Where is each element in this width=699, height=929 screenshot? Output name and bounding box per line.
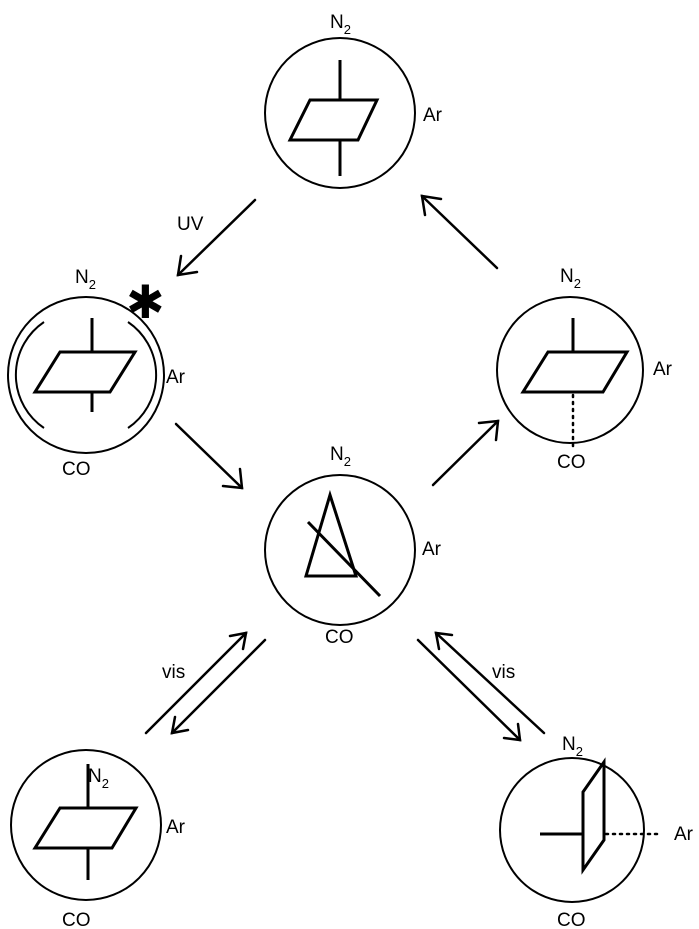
vis-right-equilibrium-arrows <box>416 631 546 742</box>
center-distorted-complex <box>303 489 382 598</box>
bottom-left-ar-label: Ar <box>166 817 186 838</box>
excited-star-symbol: ✱ <box>126 275 165 329</box>
bottom-left-co-label: CO <box>62 910 91 929</box>
vis-left-label: vis <box>162 662 185 683</box>
bottom-right-ar-label: Ar <box>674 824 694 845</box>
top-matrix-cage <box>264 37 416 189</box>
bottom-left-square-planar-complex <box>32 764 139 880</box>
top-square-planar-complex <box>287 60 380 176</box>
return-arrow <box>420 194 499 270</box>
state-excited: N2 ✱ Ar CO <box>7 267 186 480</box>
vis-right-label: vis <box>492 662 515 683</box>
state-bottom-left: N2 Ar CO <box>10 749 186 929</box>
excited-square-planar-complex <box>32 318 138 412</box>
center-matrix-cage <box>264 474 416 626</box>
state-top: N2 Ar <box>264 12 443 189</box>
excited-left-bracket <box>14 321 45 429</box>
bottom-right-n2-label: N2 <box>562 734 583 759</box>
uv-arrow <box>176 198 257 277</box>
uv-label: UV <box>177 214 204 235</box>
center-to-right-arrow <box>431 419 500 487</box>
excited-ar-label: Ar <box>166 367 186 388</box>
center-co-label: CO <box>325 627 354 648</box>
excited-n2-label: N2 <box>75 267 96 292</box>
state-bottom-right: N2 Ar CO <box>499 734 694 929</box>
excited-right-bracket <box>127 321 158 429</box>
bottom-right-rotated-complex <box>540 757 664 875</box>
excited-to-center-arrow <box>174 422 244 490</box>
right-square-planar-complex <box>520 318 630 450</box>
bottom-right-matrix-cage <box>499 757 645 903</box>
right-n2-label: N2 <box>560 266 581 291</box>
state-right: N2 Ar CO <box>496 266 673 473</box>
right-ar-label: Ar <box>653 359 673 380</box>
right-matrix-cage <box>496 296 644 444</box>
excited-matrix-cage <box>7 296 165 454</box>
center-n2-label: N2 <box>330 444 351 469</box>
vis-left-equilibrium-arrows <box>144 631 267 735</box>
bottom-right-co-label: CO <box>557 910 586 929</box>
excited-co-label: CO <box>62 459 91 480</box>
state-center: N2 Ar CO <box>264 444 442 648</box>
top-n2-label: N2 <box>330 12 351 37</box>
center-ar-label: Ar <box>422 539 442 560</box>
top-ar-label: Ar <box>423 105 443 126</box>
bottom-left-matrix-cage <box>10 749 162 901</box>
bottom-left-n2-label: N2 <box>88 766 109 791</box>
right-co-label: CO <box>557 452 586 473</box>
